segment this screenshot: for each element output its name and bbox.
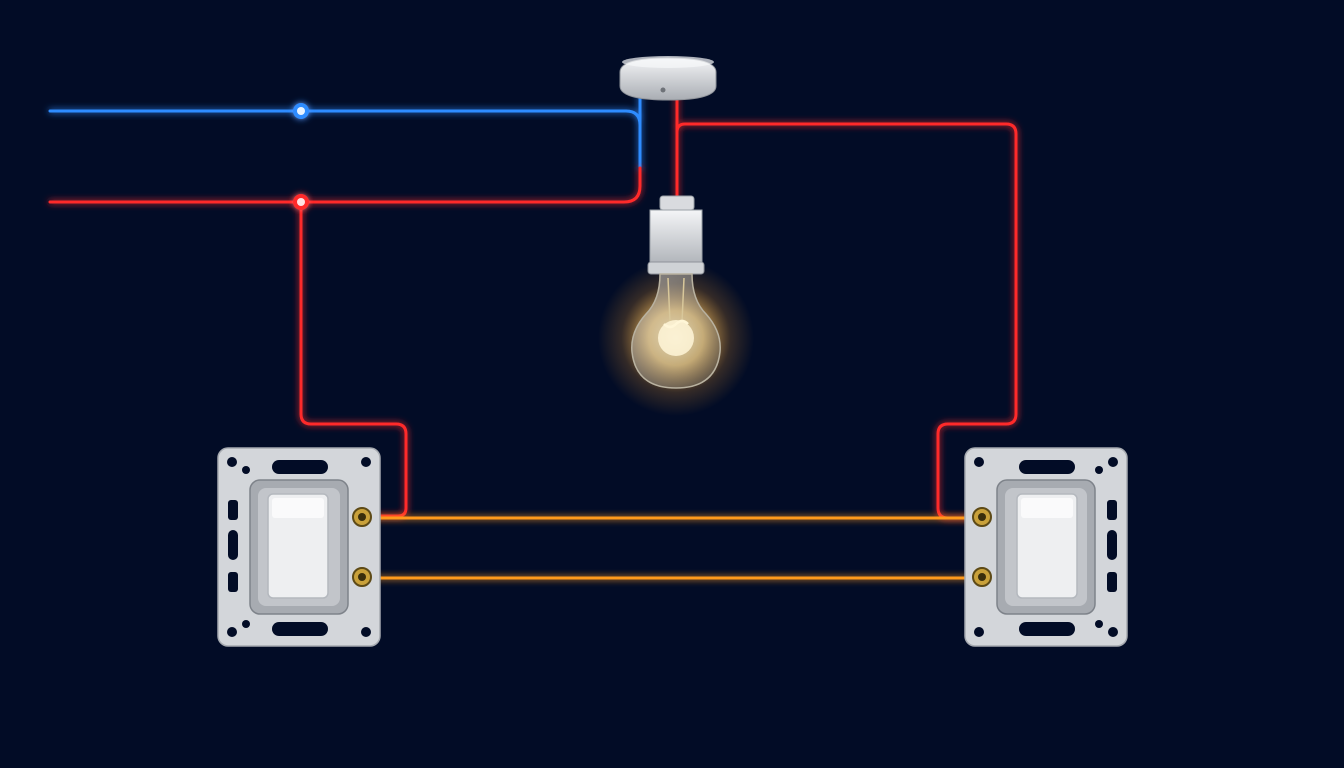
light-bulb-icon	[598, 195, 754, 416]
live-to-left-switch-wire	[299, 200, 408, 518]
live-wires	[48, 88, 1018, 520]
junctions	[293, 103, 309, 210]
traveler-wires	[362, 516, 984, 580]
switch-left[interactable]	[217, 447, 381, 647]
supply-live-wire	[48, 166, 642, 204]
two-way-switch-icon	[217, 447, 381, 647]
switch-right-rocker[interactable]	[1016, 493, 1078, 599]
supply-neutral-wire	[48, 109, 642, 170]
ceiling-rose-icon	[619, 56, 717, 101]
lamp-return-wire	[675, 122, 1018, 520]
switch-left-rocker[interactable]	[267, 493, 329, 599]
neutral-wires	[48, 88, 642, 170]
two-way-switch-icon	[964, 447, 1128, 647]
switch-right[interactable]	[964, 447, 1128, 647]
